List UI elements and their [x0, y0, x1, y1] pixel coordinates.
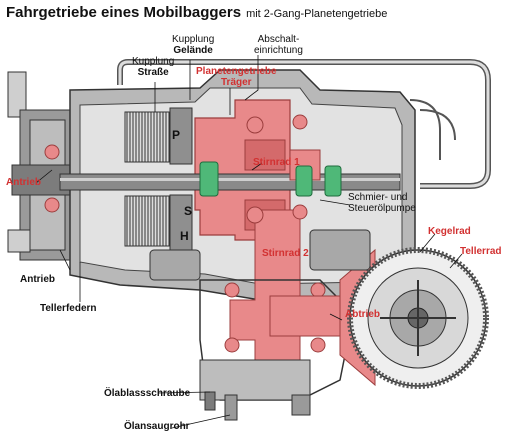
- input-housing: [7, 71, 73, 261]
- label-abschalt-line2: einrichtung: [254, 45, 303, 56]
- marker-h: H: [180, 229, 189, 243]
- label-oelablassschraube: Ölablassschraube: [104, 388, 191, 399]
- label-kegelrad: Kegelrad: [428, 226, 471, 237]
- diagram-title: Fahrgetriebe eines Mobilbaggers mit 2-Gan…: [6, 4, 387, 22]
- label-kupplung-gelaende: Kupplung Gelände: [172, 34, 214, 56]
- red-bearings: [44, 114, 326, 353]
- mounting-bosses: [149, 229, 371, 281]
- main-shaft: [59, 173, 401, 191]
- label-schmier-und-steueroelpumpe: Schmier- und Steuerölpumpe: [348, 192, 416, 214]
- label-tellerrad: Tellerrad: [460, 246, 502, 257]
- leader-lines: [35, 55, 463, 429]
- label-planetengetriebe-line2: Träger: [221, 77, 252, 88]
- label-kupplung-gelaende-line1: Kupplung: [172, 34, 215, 45]
- label-kupplung-strasse: Kupplung Straße: [132, 56, 174, 78]
- title-main: Fahrgetriebe eines Mobilbaggers: [6, 4, 242, 21]
- label-oelansaugrohr: Ölansaugrohr: [124, 421, 190, 432]
- crown-wheel: [347, 247, 489, 389]
- output-housing: [199, 279, 351, 421]
- label-stirnrad-1: Stirnrad 1: [253, 157, 300, 168]
- label-kupplung-strasse-line1: Kupplung: [132, 56, 175, 67]
- label-abschalt-line1: Abschalt-: [257, 34, 300, 45]
- label-antrieb-red: Antrieb: [6, 177, 41, 188]
- marker-s: S: [184, 204, 193, 218]
- green-bearings: [199, 161, 342, 197]
- label-planetengetriebe: Planetengetriebe Träger: [196, 66, 277, 88]
- label-stirnrad-2: Stirnrad 2: [262, 248, 309, 259]
- label-abschalteinrichtung: Abschalt- einrichtung: [254, 34, 303, 56]
- title-subtitle: mit 2-Gang-Planetengetriebe: [246, 8, 388, 20]
- label-abtrieb: Abtrieb: [345, 309, 380, 320]
- label-kupplung-strasse-line2: Straße: [137, 67, 169, 78]
- label-schmier-line1: Schmier- und: [348, 192, 408, 203]
- label-kupplung-gelaende-line2: Gelände: [173, 45, 213, 56]
- label-tellerfedern: Tellerfedern: [40, 303, 97, 314]
- label-schmier-line2: Steuerölpumpe: [348, 203, 416, 214]
- label-planetengetriebe-line1: Planetengetriebe: [196, 66, 277, 77]
- marker-p: P: [172, 128, 181, 142]
- clutch-packs: [124, 107, 193, 252]
- label-antrieb: Antrieb: [20, 274, 55, 285]
